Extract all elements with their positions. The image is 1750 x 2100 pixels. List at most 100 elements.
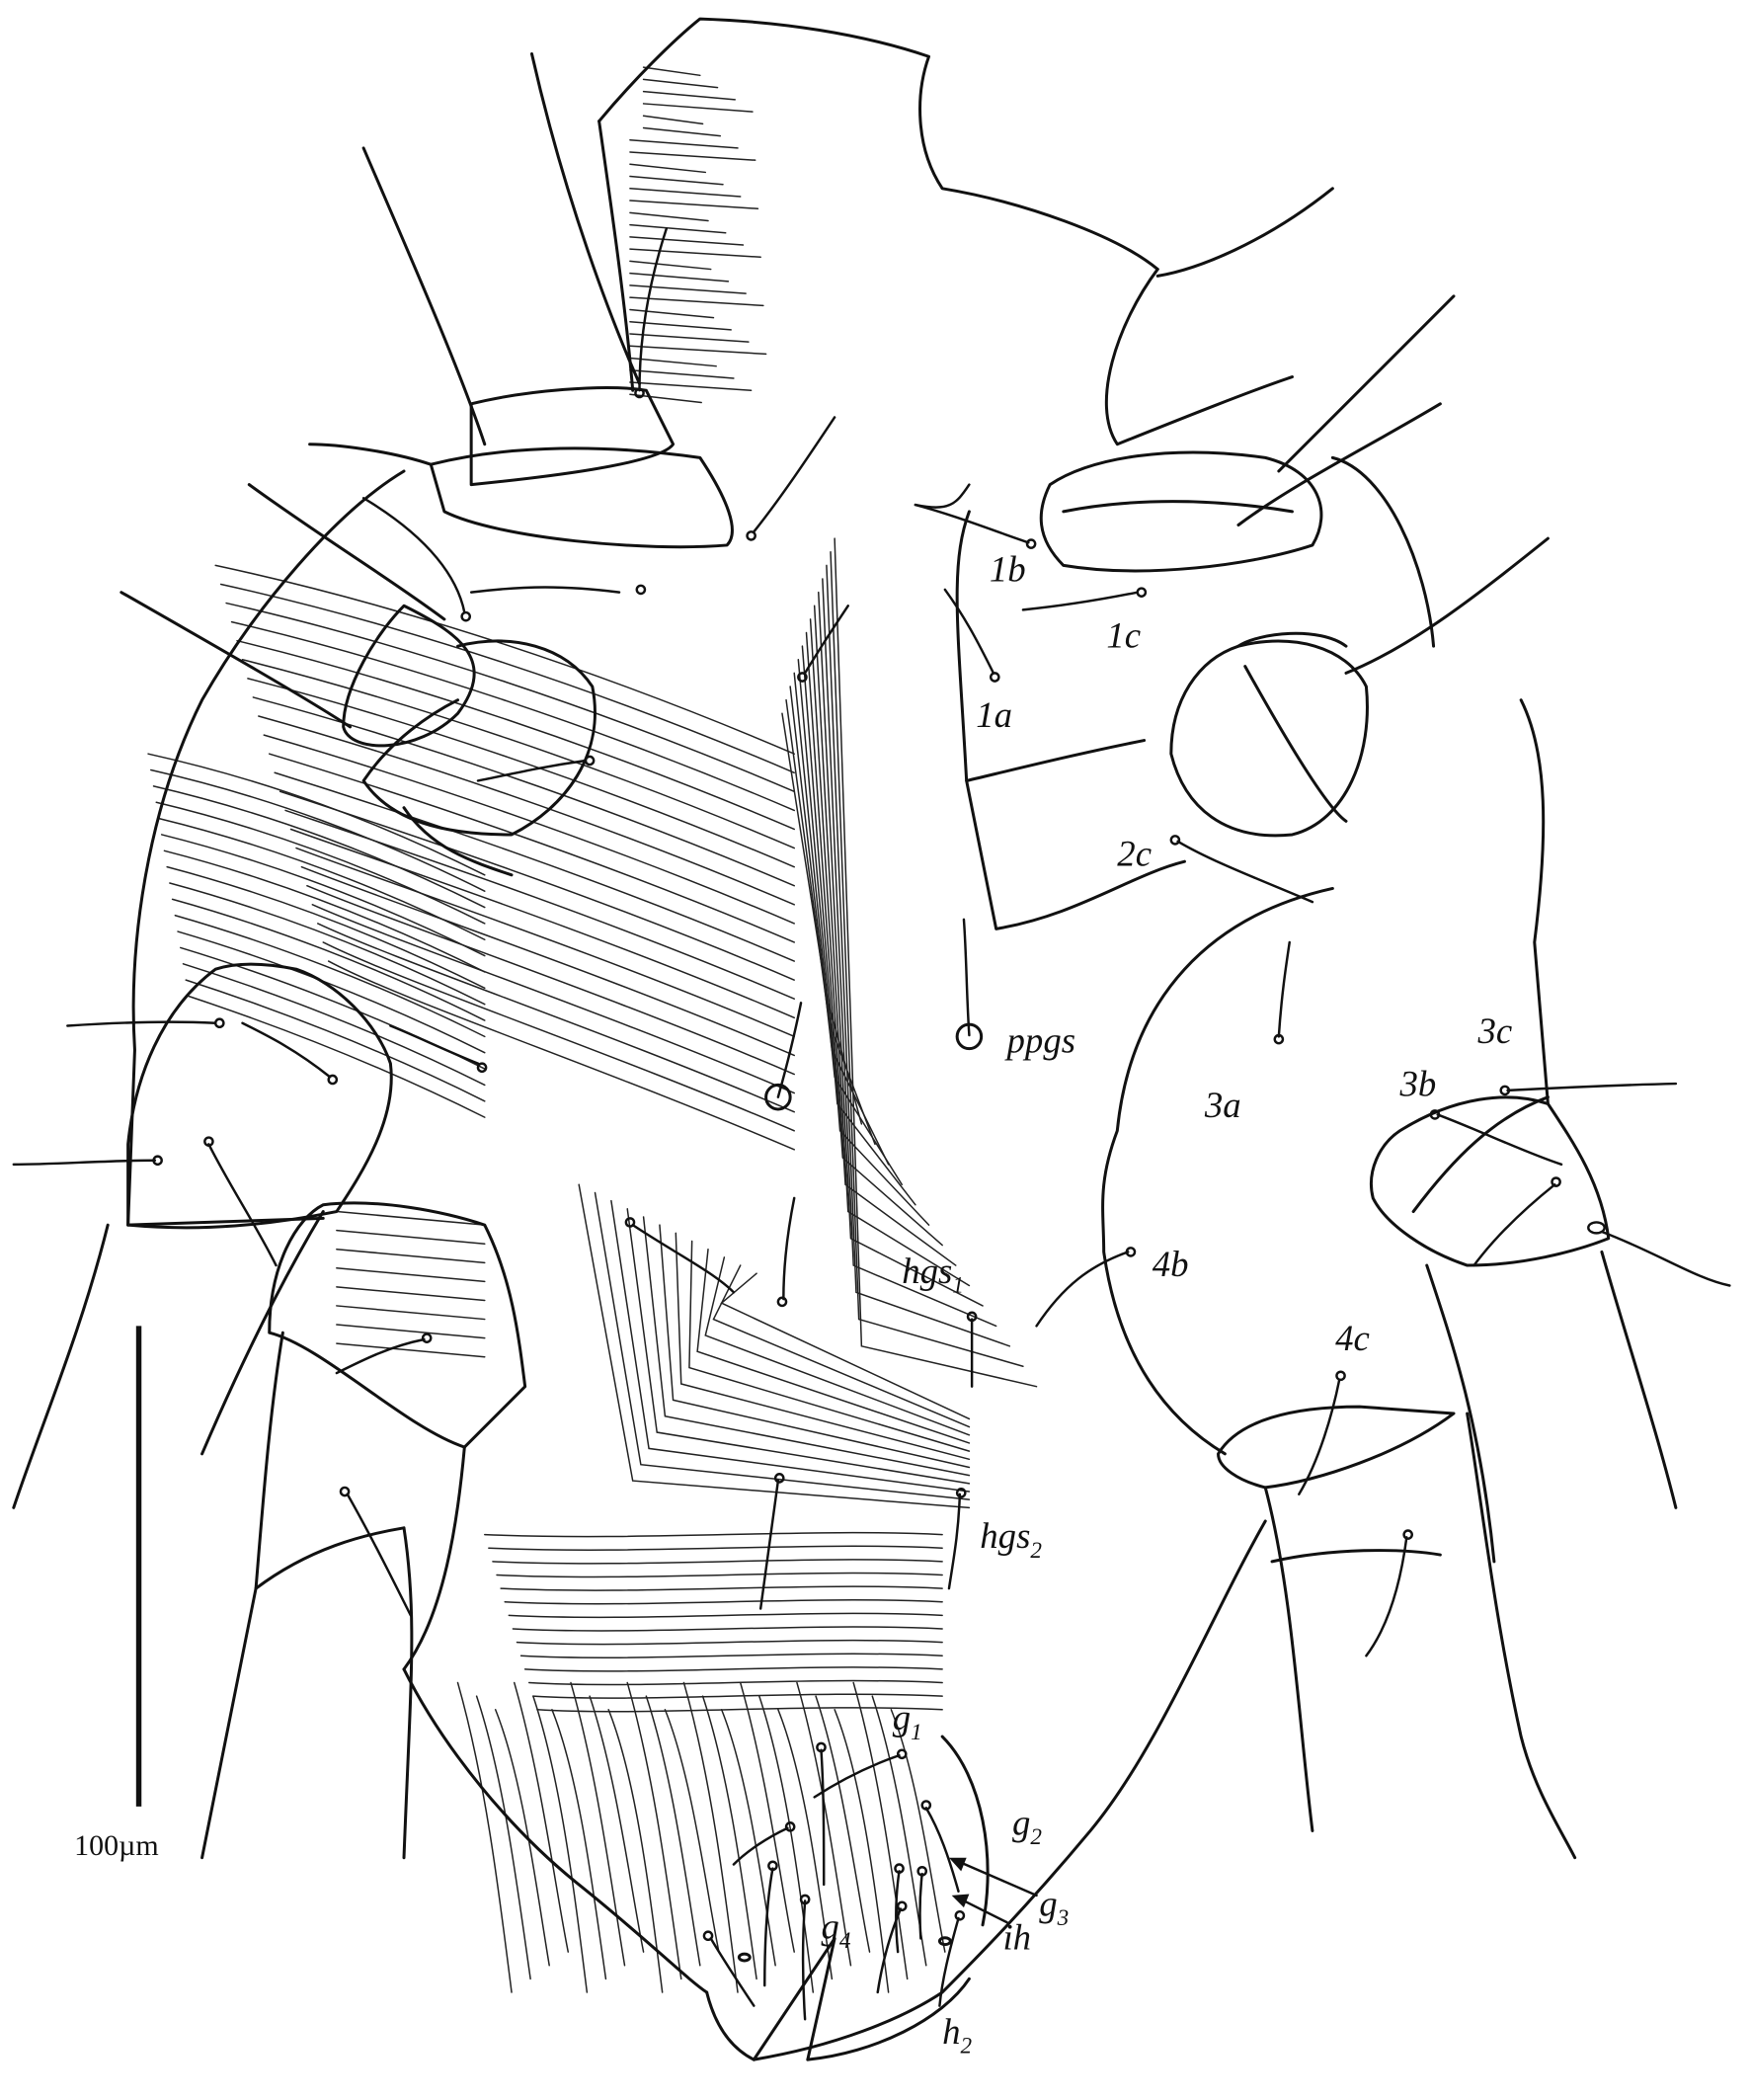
striation (830, 551, 1024, 1368)
striation (258, 715, 795, 906)
striation (188, 995, 486, 1118)
striation (295, 847, 795, 1038)
label-4c: 4c (1335, 1318, 1370, 1358)
striation (642, 90, 737, 101)
striation (336, 1286, 486, 1302)
striation (494, 1709, 550, 1967)
striation (629, 381, 753, 391)
striation (642, 126, 722, 137)
striation (626, 1681, 682, 1980)
striation (484, 1531, 943, 1538)
striation (793, 672, 904, 1186)
striation (642, 103, 754, 113)
striation (214, 564, 795, 755)
leg-II-right (1169, 402, 1550, 838)
label-3a: 3a (1204, 1085, 1241, 1125)
striation (306, 884, 795, 1076)
striation (504, 1599, 943, 1605)
striation (519, 1653, 943, 1658)
striation (682, 1681, 739, 1993)
label-3b: 3b (1399, 1063, 1437, 1103)
striation (645, 1695, 701, 1967)
striation (456, 1681, 513, 1993)
striation (532, 1693, 943, 1699)
striation (336, 1210, 486, 1226)
striation (629, 357, 717, 367)
striation (230, 620, 795, 812)
striation (532, 1695, 589, 1993)
label-hgs1: hgs1 (902, 1251, 964, 1299)
striation (701, 1695, 757, 1980)
striation (274, 771, 795, 962)
striation-texture (147, 66, 1038, 1993)
label-g3: g3 (1039, 1883, 1069, 1931)
striation (890, 1709, 946, 1953)
striation (818, 591, 984, 1307)
striation (629, 296, 764, 307)
striation (322, 941, 795, 1132)
striation (336, 1248, 486, 1264)
striation (629, 163, 707, 174)
striation (336, 1305, 486, 1321)
striation (813, 605, 971, 1287)
striation (801, 645, 930, 1226)
striation (815, 1695, 871, 1953)
striation (150, 768, 486, 892)
scale-bar: 100µm (74, 1326, 159, 1862)
striation (696, 1248, 971, 1444)
striation (336, 1324, 486, 1339)
striation (500, 1585, 943, 1591)
striation (594, 1191, 971, 1500)
label-h2: h2 (942, 2011, 972, 2060)
striation (629, 200, 759, 209)
striation (514, 1681, 570, 1953)
striation (629, 211, 709, 222)
striation (629, 151, 756, 161)
striation (629, 345, 767, 356)
striation (263, 734, 795, 925)
striation (475, 1695, 531, 1980)
striation (327, 960, 795, 1151)
striation (629, 138, 739, 149)
striation (781, 712, 863, 1125)
striation (169, 882, 486, 1006)
striation (311, 904, 795, 1094)
striation (236, 639, 795, 831)
leg-I-right (1039, 187, 1456, 573)
striation (182, 963, 486, 1087)
label-g4: g4 (821, 1905, 850, 1954)
leg-I-left (361, 52, 734, 549)
striation (589, 1695, 645, 1953)
striation (171, 898, 486, 1021)
striation (626, 1208, 971, 1485)
setae (12, 227, 1731, 2021)
striation (496, 1572, 943, 1578)
striation (336, 1267, 486, 1283)
label-hgs2: hgs2 (980, 1515, 1042, 1564)
striation (629, 272, 730, 283)
striation (578, 1183, 971, 1509)
scale-bar-label: 100µm (74, 1829, 159, 1862)
striation (174, 914, 486, 1038)
striation (289, 828, 795, 1019)
label-2c: 2c (1117, 833, 1152, 873)
striation (528, 1679, 943, 1686)
striation (629, 248, 761, 259)
striation (185, 979, 486, 1102)
leg-II-left (119, 483, 597, 877)
striation (642, 66, 701, 77)
striation (317, 923, 795, 1113)
striation (675, 1232, 971, 1461)
striation (688, 1240, 971, 1452)
striation (166, 865, 486, 990)
seta-labels: 1b 1c 1a 2c ppgs 3c 3b 3a 4b 4c hgs1 hgs… (821, 549, 1512, 2060)
striation (834, 1709, 890, 1993)
striation (247, 678, 795, 868)
striation (551, 1709, 607, 1980)
striation (642, 115, 704, 125)
striation (629, 333, 750, 343)
striation (155, 801, 486, 925)
label-1a: 1a (976, 694, 1012, 735)
striation (720, 1709, 776, 1967)
